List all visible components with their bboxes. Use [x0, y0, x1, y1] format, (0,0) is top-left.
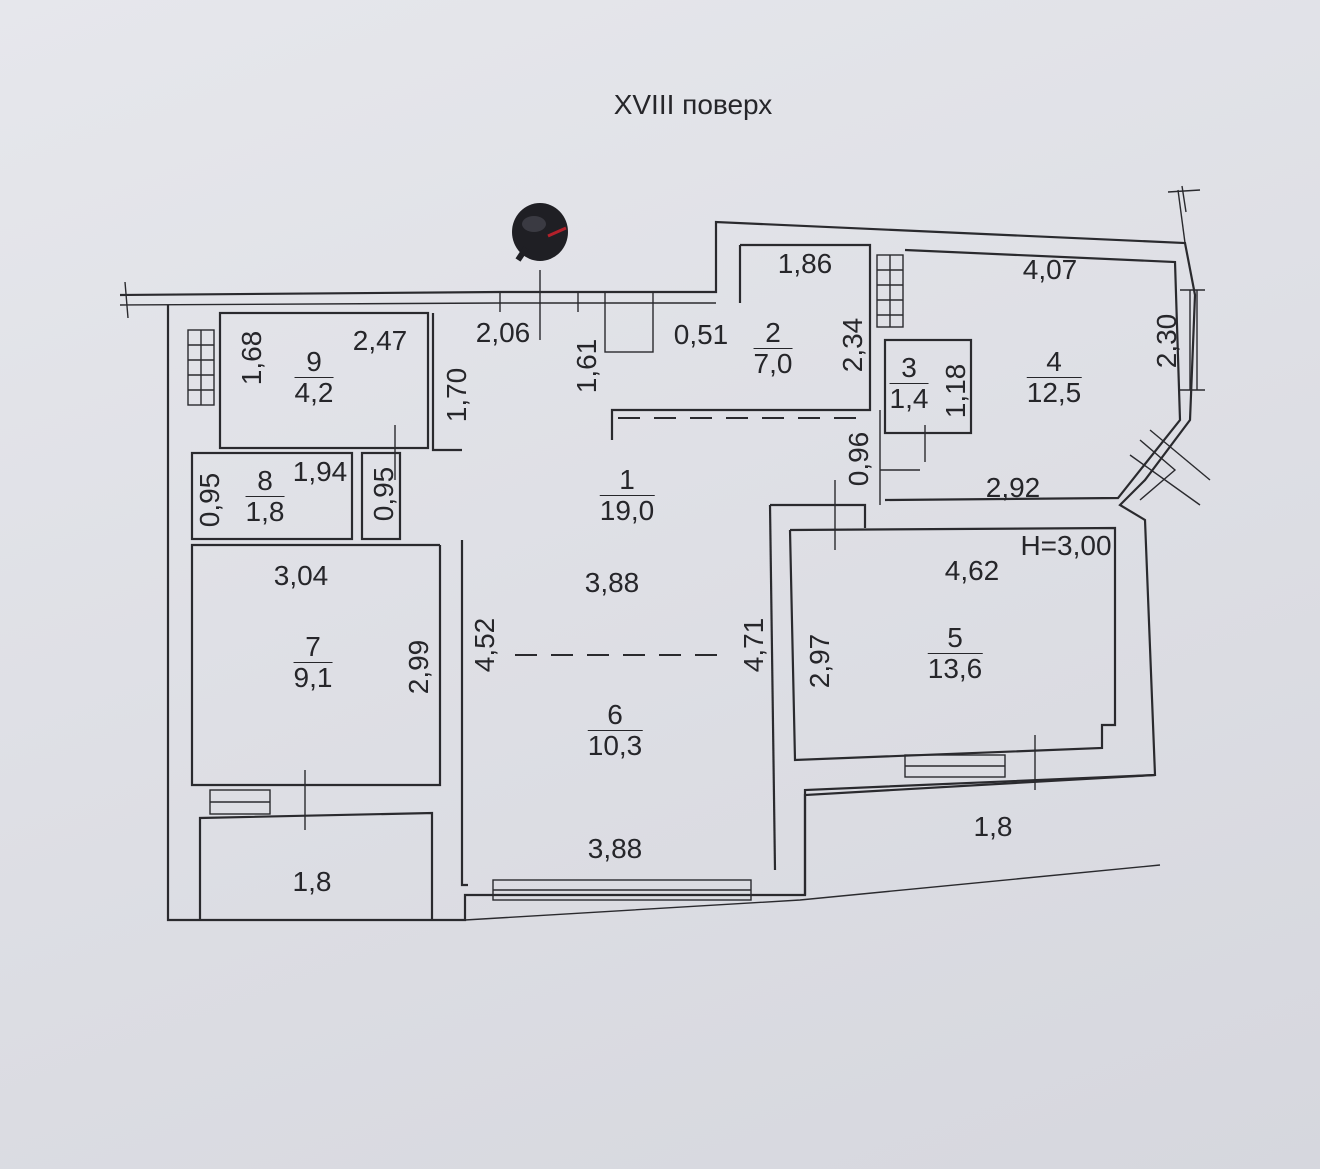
room-4-label: 4 12,5 [1026, 347, 1082, 408]
dim-r5-height: 2,97 [804, 633, 835, 689]
room-9-outline [218, 311, 430, 450]
wall-break-mark [1181, 185, 1187, 213]
room-2-label: 2 7,0 [753, 318, 793, 379]
wall-break-mark [1167, 189, 1201, 193]
balcony-left-area: 1,8 [292, 866, 332, 897]
dim-corridor-left: 1,70 [441, 367, 472, 423]
room-5-outline [788, 526, 1117, 762]
room-area: 12,5 [1026, 377, 1082, 408]
ceiling-height: H=3,00 [1020, 530, 1112, 561]
room-number: 9 [294, 347, 334, 378]
room-number: 2 [753, 318, 793, 349]
room-number: 6 [587, 700, 643, 731]
room-area: 10,3 [587, 730, 643, 761]
room-area: 19,0 [599, 495, 655, 526]
dim-r8-right: 0,95 [368, 466, 399, 522]
room-area: 4,2 [294, 377, 334, 408]
dim-r7-height: 2,99 [403, 639, 434, 695]
room-area: 1,8 [245, 496, 285, 527]
room-8-label: 8 1,8 [245, 466, 285, 527]
room-area: 13,6 [927, 653, 983, 684]
dim-r3-gap: 0,96 [843, 431, 874, 487]
exterior-wall [119, 220, 1197, 922]
floor-title: XVIII поверх [613, 89, 773, 120]
room-number: 7 [293, 632, 333, 663]
balcony-left-outline [198, 811, 434, 920]
dim-r2-top: 1,86 [777, 248, 833, 279]
dim-r8-left: 0,95 [194, 472, 225, 528]
dim-r9-width: 2,47 [352, 325, 408, 356]
room-9-label: 9 4,2 [294, 347, 334, 408]
room-area: 9,1 [293, 662, 333, 693]
dim-r6-left: 4,52 [469, 617, 500, 673]
room-number: 4 [1026, 347, 1082, 378]
dim-r3-height: 1,18 [940, 363, 971, 419]
room-3-outline [883, 338, 973, 435]
dim-r4-bottom: 2,92 [985, 472, 1041, 503]
dim-r4-side: 2,30 [1151, 313, 1182, 369]
exterior-wall-inner [119, 302, 716, 306]
dim-r4-top: 4,07 [1022, 254, 1078, 285]
dim-r5-width: 4,62 [944, 555, 1000, 586]
room-5-label: 5 13,6 [927, 623, 983, 684]
room-number: 8 [245, 466, 285, 497]
dim-r1-width: 3,88 [584, 567, 640, 598]
wall-break-mark [124, 281, 129, 319]
scribble-mark [512, 203, 568, 262]
dim-r6-right: 4,71 [738, 617, 769, 673]
dim-r6-bottom: 3,88 [587, 833, 643, 864]
dim-corridor-top: 2,06 [475, 317, 531, 348]
room-6-label: 6 10,3 [587, 700, 643, 761]
room-7-outline [190, 543, 442, 787]
dim-r7-width: 3,04 [273, 560, 329, 591]
balcony-right-area: 1,8 [973, 811, 1013, 842]
room-2-outline [610, 243, 872, 440]
room-1-label: 1 19,0 [599, 465, 655, 526]
dim-r9-height: 1,68 [236, 330, 267, 386]
dim-corridor-right: 1,61 [571, 338, 602, 394]
dim-r2-offset: 0,51 [673, 319, 729, 350]
room-4-outline [884, 248, 1182, 502]
balcony-right-outline [803, 773, 1156, 895]
room-area: 1,4 [889, 383, 929, 414]
dim-r2-height: 2,34 [837, 317, 868, 373]
room-number: 5 [927, 623, 983, 654]
room-8-outline [190, 451, 354, 541]
room-number: 1 [599, 465, 655, 496]
room-area: 7,0 [753, 348, 793, 379]
room-3-label: 3 1,4 [889, 353, 929, 414]
dim-r8-width: 1,94 [292, 456, 348, 487]
room-7-label: 7 9,1 [293, 632, 333, 693]
room-number: 3 [889, 353, 929, 384]
